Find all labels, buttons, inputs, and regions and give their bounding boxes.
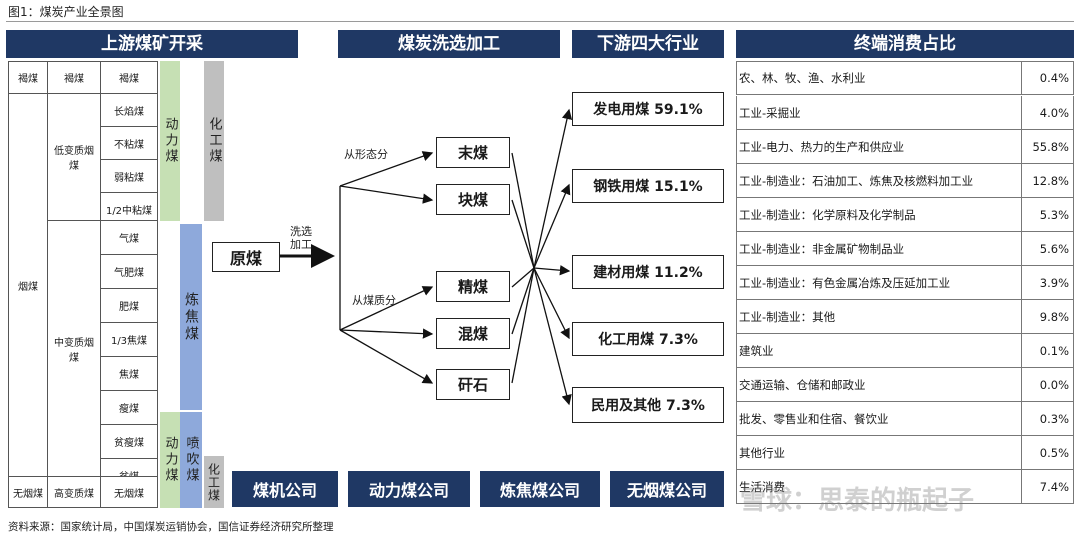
sector-share: 0.1% <box>1021 334 1073 367</box>
sector-share: 12.8% <box>1021 164 1073 197</box>
building-materials-use-box: 建材用煤 11.2% <box>572 255 724 289</box>
table-row: 其他行业 0.5% <box>736 436 1074 470</box>
residential-other-use-box: 民用及其他 7.3% <box>572 387 724 423</box>
sector-name: 农、林、牧、渔、水利业 <box>739 71 866 85</box>
chemical-coal-bar: 化工煤 <box>204 61 224 221</box>
table-row: 农、林、牧、渔、水利业 0.4% <box>736 61 1074 95</box>
header-downstream: 下游四大行业 <box>572 30 724 58</box>
mixed-coal-box: 混煤 <box>436 318 510 349</box>
table-row: 批发、零售业和住宿、餐饮业 0.3% <box>736 402 1074 436</box>
coal-type-cell: 气肥煤 <box>100 254 158 289</box>
table-row: 工业-制造业：有色金属冶炼及压延加工业 3.9% <box>736 266 1074 300</box>
sector-name: 建筑业 <box>739 343 774 358</box>
pci-coal-bar: 喷吹煤 <box>180 412 202 508</box>
coal-type-cell: 贫瘦煤 <box>100 424 158 459</box>
sector-share: 0.5% <box>1021 436 1073 469</box>
sector-name: 其他行业 <box>739 445 785 460</box>
anthracite-leaf-cell: 无烟煤 <box>100 476 158 508</box>
mid-meta-list: 气煤 气肥煤 肥煤 1/3焦煤 焦煤 瘦煤 贫瘦煤 贫煤 <box>100 220 158 493</box>
coal-machinery-company: 煤机公司 <box>232 471 338 507</box>
washing-process-label: 洗选加工 <box>290 225 312 251</box>
table-row: 建筑业 0.1% <box>736 334 1074 368</box>
sector-name: 工业-采掘业 <box>739 105 801 120</box>
header-upstream: 上游煤矿开采 <box>6 30 298 58</box>
fine-coal-box: 末煤 <box>436 137 510 168</box>
coal-type-cell: 肥煤 <box>100 288 158 323</box>
sector-share: 5.6% <box>1021 232 1073 265</box>
sector-share: 0.4% <box>1021 62 1073 94</box>
sector-name: 批发、零售业和住宿、餐饮业 <box>739 411 889 426</box>
clean-coal-box: 精煤 <box>436 271 510 302</box>
steel-use-box: 钢铁用煤 15.1% <box>572 169 724 203</box>
mid-metamorphic-cell: 中变质烟煤 <box>47 220 101 477</box>
chemical-coal-bar-2: 化工煤 <box>204 456 224 508</box>
coal-type-cell: 气煤 <box>100 220 158 255</box>
coal-type-cell: 1/3焦煤 <box>100 322 158 357</box>
high-metamorphic-cell: 高变质煤 <box>47 476 101 508</box>
sector-name: 工业-制造业：化学原料及化学制品 <box>739 207 916 222</box>
figure-caption: 图1：煤炭产业全景图 <box>8 5 124 19</box>
table-row: 工业-制造业：石油加工、炼焦及核燃料加工业 12.8% <box>736 164 1074 198</box>
sector-name: 工业-制造业：非金属矿物制品业 <box>739 241 905 256</box>
watermark: 雪球：思泰的瓶起子 <box>740 486 975 516</box>
coal-type-cell: 弱粘煤 <box>100 159 158 193</box>
coal-type-cell: 长焰煤 <box>100 93 158 127</box>
lignite-leaf-cell: 褐煤 <box>100 61 158 94</box>
caption-divider <box>6 21 1074 22</box>
lump-coal-box: 块煤 <box>436 184 510 215</box>
sector-share: 9.8% <box>1021 300 1073 333</box>
coking-coal-company: 炼焦煤公司 <box>480 471 600 507</box>
coal-type-cell: 瘦煤 <box>100 390 158 425</box>
coal-type-cell: 不粘煤 <box>100 126 158 160</box>
sector-name: 工业-制造业：有色金属冶炼及压延加工业 <box>739 275 951 290</box>
sector-share: 3.9% <box>1021 266 1073 299</box>
sector-share: 4.0% <box>1021 96 1073 129</box>
table-row: 工业-电力、热力的生产和供应业 55.8% <box>736 130 1074 164</box>
by-form-label: 从形态分 <box>344 148 388 161</box>
sector-share: 55.8% <box>1021 130 1073 163</box>
sector-name: 工业-制造业：其他 <box>739 309 836 324</box>
raw-coal-box: 原煤 <box>212 242 280 272</box>
table-row: 工业-制造业：化学原料及化学制品 5.3% <box>736 198 1074 232</box>
power-coal-bar-2: 动力煤 <box>160 412 180 508</box>
sector-share: 0.3% <box>1021 402 1073 435</box>
table-row: 工业-制造业：非金属矿物制品业 5.6% <box>736 232 1074 266</box>
bituminous-cell: 烟煤 <box>8 93 48 477</box>
gangue-box: 矸石 <box>436 369 510 400</box>
table-row: 交通运输、仓储和邮政业 0.0% <box>736 368 1074 402</box>
sector-share: 0.0% <box>1021 368 1073 401</box>
sector-name: 交通运输、仓储和邮政业 <box>739 377 866 392</box>
source-note: 资料来源：国家统计局，中国煤炭运销协会，国信证券经济研究所整理 <box>8 521 334 533</box>
table-row: 工业-制造业：其他 9.8% <box>736 300 1074 334</box>
by-quality-label: 从煤质分 <box>352 294 396 307</box>
header-terminal: 终端消费占比 <box>736 30 1074 58</box>
power-coal-bar: 动力煤 <box>160 61 180 221</box>
table-row: 工业-采掘业 4.0% <box>736 96 1074 130</box>
sector-name: 生活消费 <box>739 479 785 494</box>
header-washing: 煤炭洗选加工 <box>338 30 560 58</box>
power-coal-company: 动力煤公司 <box>348 471 470 507</box>
sector-name: 工业-电力、热力的生产和供应业 <box>739 139 905 154</box>
sector-share: 5.3% <box>1021 198 1073 231</box>
table-row: 生活消费 7.4% <box>736 470 1074 504</box>
chemical-use-box: 化工用煤 7.3% <box>572 322 724 356</box>
sector-name: 工业-制造业：石油加工、炼焦及核燃料加工业 <box>739 173 974 188</box>
low-metamorphic-cell: 低变质烟煤 <box>47 93 101 221</box>
power-use-box: 发电用煤 59.1% <box>572 92 724 126</box>
coking-coal-bar: 炼焦煤 <box>180 224 202 410</box>
anthracite-company: 无烟煤公司 <box>610 471 724 507</box>
sector-share: 7.4% <box>1021 470 1073 503</box>
